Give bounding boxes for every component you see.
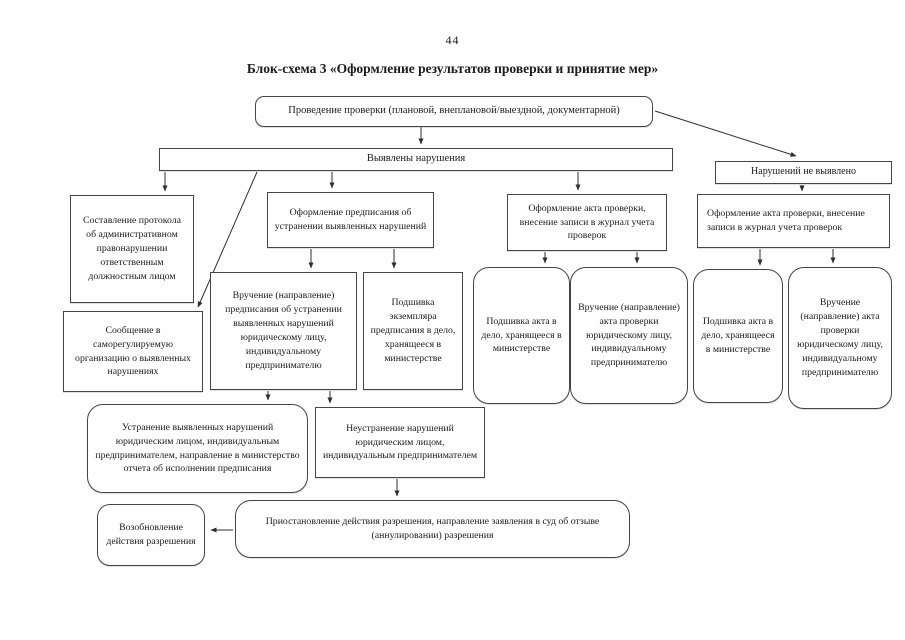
node-no-violations: Нарушений не выявлено xyxy=(715,161,892,184)
node-elimination: Устранение выявленных нарушений юридичес… xyxy=(87,404,308,493)
page-number: 44 xyxy=(445,33,460,47)
node-suspension: Приостановление действия разрешения, нап… xyxy=(235,500,630,558)
node-protocol: Составление протокола об административно… xyxy=(70,195,194,303)
node-act-filing-1: Подшивка акта в дело, хранящееся в минис… xyxy=(473,267,570,404)
node-resumption: Возобновление действия разрешения xyxy=(97,504,205,566)
diagram-title: Блок-схема 3 «Оформление результатов про… xyxy=(246,61,659,76)
node-act-delivery-2: Вручение (направление) акта проверки юри… xyxy=(788,267,892,409)
node-order-delivery: Вручение (направление) предписания об ус… xyxy=(210,272,357,390)
node-non-elimination: Неустранение нарушений юридическим лицом… xyxy=(315,407,485,478)
arrow-inspection-to-noviolations xyxy=(654,110,797,157)
node-violations-found: Выявлены нарушения xyxy=(159,148,673,171)
node-order-issue: Оформление предписания об устранении выя… xyxy=(267,192,434,248)
node-sro-report: Сообщение в саморегулируемую организацию… xyxy=(63,311,203,392)
node-act-delivery-1: Вручение (направление) акта проверки юри… xyxy=(570,267,688,404)
node-act-filing-2: Подшивка акта в дело, хранящееся в минис… xyxy=(693,269,783,403)
node-act-registration-2: Оформление акта проверки, внесение запис… xyxy=(697,194,890,248)
node-order-filing: Подшивка экземпляра предписания в дело, … xyxy=(363,272,463,390)
node-act-registration-1: Оформление акта проверки, внесение запис… xyxy=(507,194,667,251)
node-inspection: Проведение проверки (плановой, внепланов… xyxy=(255,96,653,127)
